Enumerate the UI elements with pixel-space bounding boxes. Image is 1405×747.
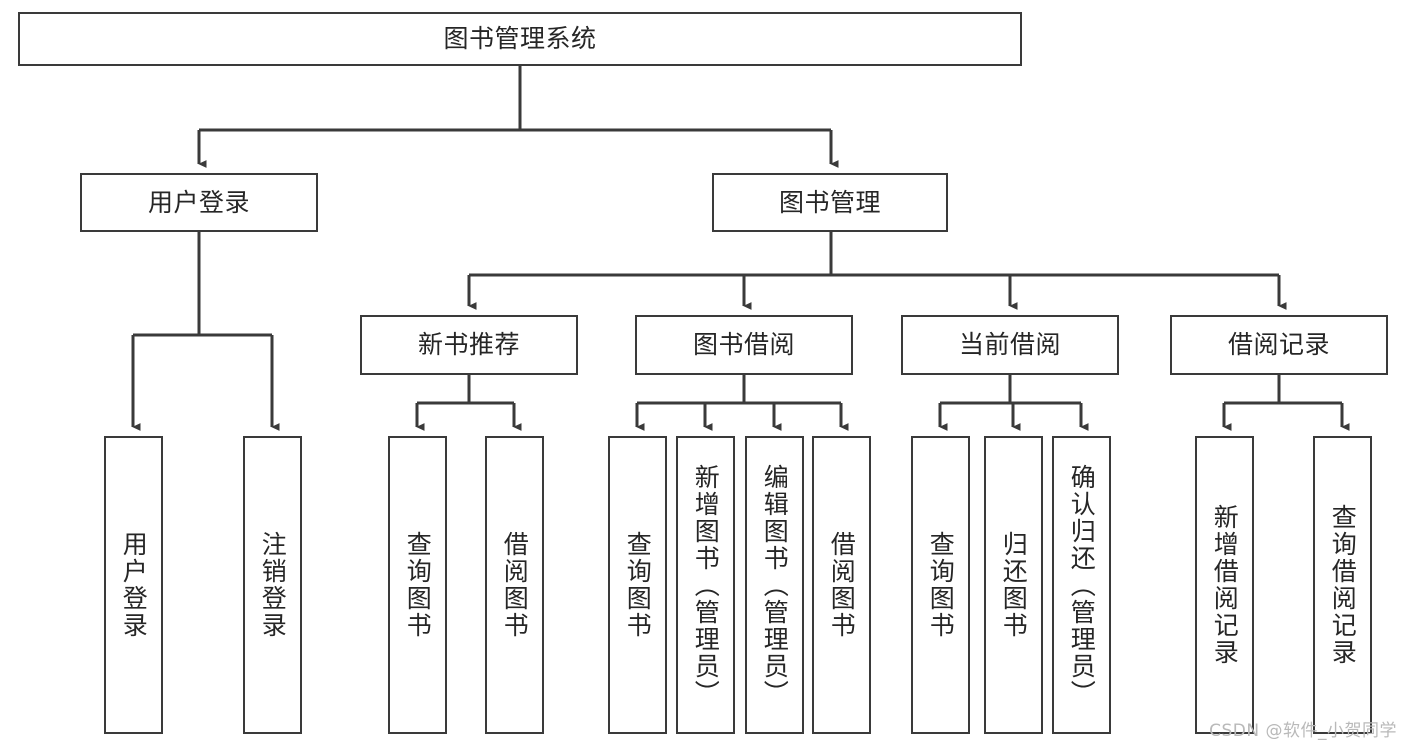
node-leaf-logout-label: 注销登录: [258, 531, 288, 639]
node-leaf-add-book-label: 新增图书（管理员）: [691, 463, 721, 707]
node-current-borrow[interactable]: 当前借阅: [901, 315, 1119, 375]
node-leaf-query-book-3-label: 查询图书: [926, 531, 956, 639]
node-book-manage-label: 图书管理: [778, 187, 881, 217]
node-root[interactable]: 图书管理系统: [18, 12, 1022, 66]
node-leaf-query-book-2[interactable]: 查询图书: [608, 436, 667, 734]
node-leaf-add-record[interactable]: 新增借阅记录: [1195, 436, 1254, 734]
node-leaf-borrow-book-1-label: 借阅图书: [500, 531, 530, 639]
node-user-login-label: 用户登录: [147, 187, 250, 217]
node-root-label: 图书管理系统: [443, 24, 597, 53]
node-leaf-confirm-return[interactable]: 确认归还（管理员）: [1052, 436, 1111, 734]
node-new-book-recommend[interactable]: 新书推荐: [360, 315, 578, 375]
node-leaf-logout[interactable]: 注销登录: [243, 436, 302, 734]
node-current-borrow-label: 当前借阅: [958, 330, 1061, 359]
node-book-borrow[interactable]: 图书借阅: [635, 315, 853, 375]
node-leaf-user-login-label: 用户登录: [119, 531, 149, 639]
node-leaf-borrow-book-2-label: 借阅图书: [827, 531, 857, 639]
node-borrow-record-label: 借阅记录: [1227, 330, 1330, 359]
node-leaf-confirm-return-label: 确认归还（管理员）: [1067, 463, 1097, 707]
node-leaf-return-book[interactable]: 归还图书: [984, 436, 1043, 734]
node-leaf-borrow-book-1[interactable]: 借阅图书: [485, 436, 544, 734]
node-leaf-edit-book-label: 编辑图书（管理员）: [760, 463, 790, 707]
node-leaf-query-book-2-label: 查询图书: [623, 531, 653, 639]
node-leaf-query-book-3[interactable]: 查询图书: [911, 436, 970, 734]
node-leaf-return-book-label: 归还图书: [999, 531, 1029, 639]
node-leaf-query-book-1-label: 查询图书: [403, 531, 433, 639]
node-leaf-query-record[interactable]: 查询借阅记录: [1313, 436, 1372, 734]
node-leaf-borrow-book-2[interactable]: 借阅图书: [812, 436, 871, 734]
node-borrow-record[interactable]: 借阅记录: [1170, 315, 1388, 375]
node-leaf-add-book[interactable]: 新增图书（管理员）: [676, 436, 735, 734]
node-user-login[interactable]: 用户登录: [80, 173, 318, 232]
node-leaf-edit-book[interactable]: 编辑图书（管理员）: [745, 436, 804, 734]
node-book-borrow-label: 图书借阅: [692, 330, 795, 359]
node-leaf-query-book-1[interactable]: 查询图书: [388, 436, 447, 734]
node-leaf-user-login[interactable]: 用户登录: [104, 436, 163, 734]
node-leaf-query-record-label: 查询借阅记录: [1328, 504, 1358, 666]
node-book-manage[interactable]: 图书管理: [712, 173, 948, 232]
node-leaf-add-record-label: 新增借阅记录: [1210, 504, 1240, 666]
node-new-book-recommend-label: 新书推荐: [417, 330, 520, 359]
